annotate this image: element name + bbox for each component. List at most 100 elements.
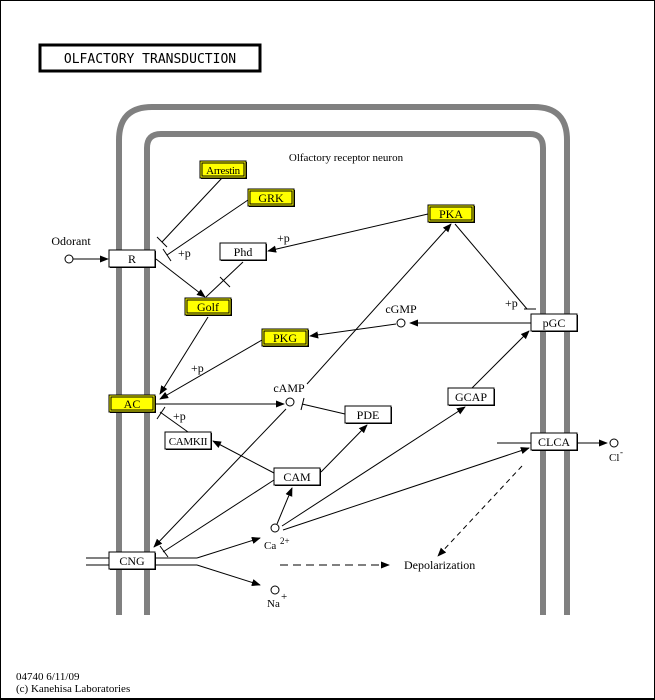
- gene-node-pka[interactable]: PKA: [427, 204, 475, 223]
- node-box: [530, 432, 578, 451]
- node-label: GRK: [258, 191, 284, 205]
- plus-p-pka-phd: +p: [277, 231, 290, 245]
- phosphorylation-labels: +p +p +p +p +p: [173, 231, 518, 423]
- edge-clca-depolarization: [437, 465, 523, 557]
- edge-cng-na: [196, 564, 261, 586]
- edge-cng-ca: [196, 537, 261, 559]
- compound-label-odorant: Odorant: [51, 234, 91, 248]
- node-highlight-border: [186, 299, 230, 314]
- node-highlight-border: [110, 396, 154, 411]
- gene-node-arrestin[interactable]: Arrestin: [199, 160, 247, 179]
- depolarization-label: Depolarization: [404, 558, 475, 572]
- compound-label-ca: Ca: [264, 540, 276, 552]
- plus-p-pka-pgc: +p: [505, 296, 518, 310]
- gene-node-camkii[interactable]: CAMKII: [164, 431, 212, 450]
- map-title-text: OLFACTORY TRANSDUCTION: [64, 52, 236, 67]
- node-label: pGC: [543, 316, 566, 330]
- compound-superscript-ca: 2+: [280, 536, 290, 546]
- gene-node-pgc[interactable]: pGC: [530, 313, 578, 332]
- compound-superscript-cl: -: [620, 447, 623, 457]
- gene-node-r[interactable]: R: [108, 249, 156, 268]
- node-label: CAMKII: [169, 436, 208, 448]
- node-box: [344, 405, 392, 424]
- node-highlight-border: [201, 162, 245, 177]
- edge-camkii-ac: [159, 411, 189, 433]
- map-id-date: 04740 6/11/09: [16, 671, 80, 683]
- edge-phd-golf: [205, 261, 244, 298]
- edge-r-golf: [155, 258, 206, 298]
- node-label: CAM: [283, 470, 311, 484]
- node-label: R: [128, 252, 136, 266]
- gene-node-pkg[interactable]: PKG: [261, 328, 309, 347]
- node-label: AC: [124, 397, 141, 411]
- compound-cl[interactable]: Cl -: [609, 438, 623, 464]
- gene-node-clca[interactable]: CLCA: [530, 432, 578, 451]
- node-label: CLCA: [538, 435, 570, 449]
- node-label: PDE: [357, 408, 380, 422]
- node-highlight-border: [429, 206, 473, 221]
- edge-cam-camkii: [212, 440, 275, 474]
- edge-gcap-pgc: [471, 330, 530, 389]
- edge-arrestin-r: [161, 177, 223, 243]
- outer-membrane: [116, 104, 570, 615]
- compound-label-cl: Cl: [609, 452, 619, 464]
- node-box: [427, 204, 475, 223]
- node-highlight-border: [249, 190, 293, 205]
- edge-ca-clca: [282, 447, 530, 531]
- edge-ca-gcap: [281, 406, 466, 527]
- gene-node-cng[interactable]: CNG: [108, 551, 156, 570]
- inhibit-bar-cam: [159, 545, 169, 558]
- edge-cam-cng: [162, 479, 275, 553]
- node-box: [447, 387, 495, 406]
- inner-membrane: [144, 131, 546, 615]
- cell-label: Olfactory receptor neuron: [289, 152, 404, 164]
- inhibit-bar-grk: [162, 248, 172, 262]
- edge-ca-cam: [276, 487, 293, 525]
- node-box: [108, 249, 156, 268]
- inhibit-bar-camkii: [156, 406, 166, 420]
- copyright: (c) Kanehisa Laboratories: [16, 683, 131, 695]
- node-box: [219, 242, 267, 261]
- compound-label-camp: cAMP: [273, 381, 305, 395]
- edge-grk-r: [166, 199, 249, 256]
- inhibit-bar-arrestin: [156, 236, 168, 248]
- gene-node-cam[interactable]: CAM: [273, 467, 321, 486]
- edge-golf-ac: [159, 316, 209, 395]
- node-box: [261, 328, 309, 347]
- compound-label-cgmp: cGMP: [385, 302, 417, 316]
- node-label: Arrestin: [206, 165, 240, 177]
- compound-ca[interactable]: Ca 2+: [264, 523, 290, 552]
- node-box: [164, 431, 212, 450]
- node-label: Golf: [197, 300, 219, 314]
- compound-odorant[interactable]: Odorant: [51, 234, 91, 264]
- node-box: [247, 188, 295, 207]
- gene-node-phd[interactable]: Phd: [219, 242, 267, 261]
- edge-camp-cng: [153, 408, 287, 548]
- node-box: [530, 313, 578, 332]
- compound-camp[interactable]: cAMP: [273, 381, 305, 407]
- gene-node-ac[interactable]: AC: [108, 394, 156, 413]
- compound-cgmp[interactable]: cGMP: [385, 302, 417, 328]
- edge-pka-phd: [267, 213, 429, 253]
- inhibit-bar-pde: [300, 397, 305, 411]
- node-box: [273, 467, 321, 486]
- edge-pkg-ac: [159, 339, 263, 400]
- gene-node-gcap[interactable]: GCAP: [447, 387, 495, 406]
- node-box: [108, 551, 156, 570]
- compound-na[interactable]: Na +: [267, 585, 287, 610]
- node-highlight-border: [263, 330, 307, 345]
- node-label: GCAP: [455, 390, 487, 404]
- plus-p-grk: +p: [178, 246, 191, 260]
- map-title: OLFACTORY TRANSDUCTION: [38, 43, 262, 73]
- edge-cam-pde: [320, 424, 368, 473]
- gene-node-grk[interactable]: GRK: [247, 188, 295, 207]
- node-box: [184, 297, 232, 316]
- node-box: [108, 394, 156, 413]
- gene-node-golf[interactable]: Golf: [184, 297, 232, 316]
- gene-node-pde[interactable]: PDE: [344, 405, 392, 424]
- plus-p-camkii: +p: [173, 409, 186, 423]
- edge-pde-camp: [301, 403, 346, 415]
- plus-p-pkg-ac: +p: [191, 361, 204, 375]
- inhibit-bar-phd: [219, 276, 231, 288]
